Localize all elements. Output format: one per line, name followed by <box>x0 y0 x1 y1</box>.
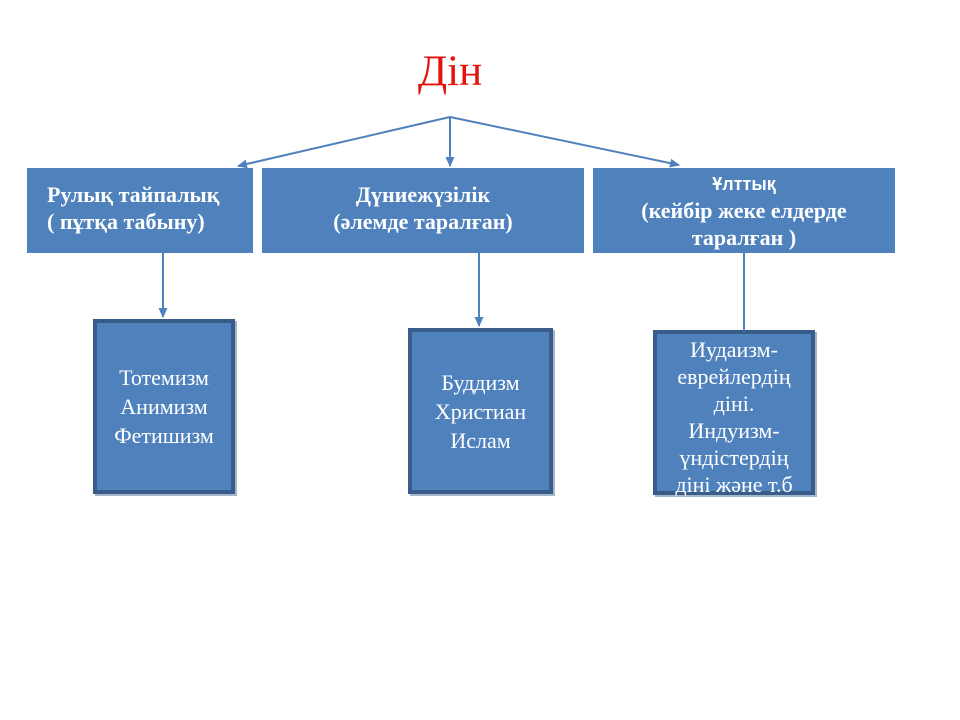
header-box-national: Ұлттық (кейбір жеке елдерде таралған ) <box>593 168 895 253</box>
child-box-national: Иудаизм- еврейлердің діні. Индуизм- үнді… <box>653 330 815 497</box>
child-national-line3: діні. <box>713 391 755 416</box>
child-world-line1: Буддизм <box>441 369 520 395</box>
header-box-world: Дүниежүзілік (әлемде таралған) <box>262 168 584 253</box>
connector-root-to-tribal <box>237 116 451 169</box>
child-box-world: Буддизм Христиан Ислам <box>408 328 553 494</box>
child-national-line5: үндістердің <box>679 445 789 470</box>
child-box-tribal: Тотемизм Анимизм Фетишизм <box>93 319 235 494</box>
child-world-line2: Христиан <box>434 398 527 424</box>
header-tribal-line1: Рулық тайпалық <box>47 182 220 207</box>
header-box-tribal: Рулық тайпалық ( пұтқа табыну) <box>27 168 253 253</box>
child-national-line6: діні және т.б <box>675 472 793 497</box>
child-world-line3: Ислам <box>450 427 511 453</box>
child-tribal-line2: Анимизм <box>120 394 208 419</box>
child-tribal-line1: Тотемизм <box>119 365 209 390</box>
header-national-line1: Ұлттық <box>712 174 776 194</box>
header-national-line3: таралған ) <box>691 225 797 250</box>
header-world-line1: Дүниежүзілік <box>355 182 491 207</box>
child-national-line1: Иудаизм- <box>690 337 778 362</box>
connector-root-to-national <box>449 116 680 168</box>
header-tribal-line2: ( пұтқа табыну) <box>47 209 205 234</box>
child-national-line4: Индуизм- <box>688 418 780 443</box>
header-national-line2: (кейбір жеке елдерде <box>641 198 847 223</box>
diagram-title: Дін <box>417 48 483 95</box>
child-national-line2: еврейлердің <box>677 364 791 389</box>
child-tribal-line3: Фетишизм <box>114 423 214 448</box>
header-world-line2: (әлемде таралған) <box>333 209 513 234</box>
